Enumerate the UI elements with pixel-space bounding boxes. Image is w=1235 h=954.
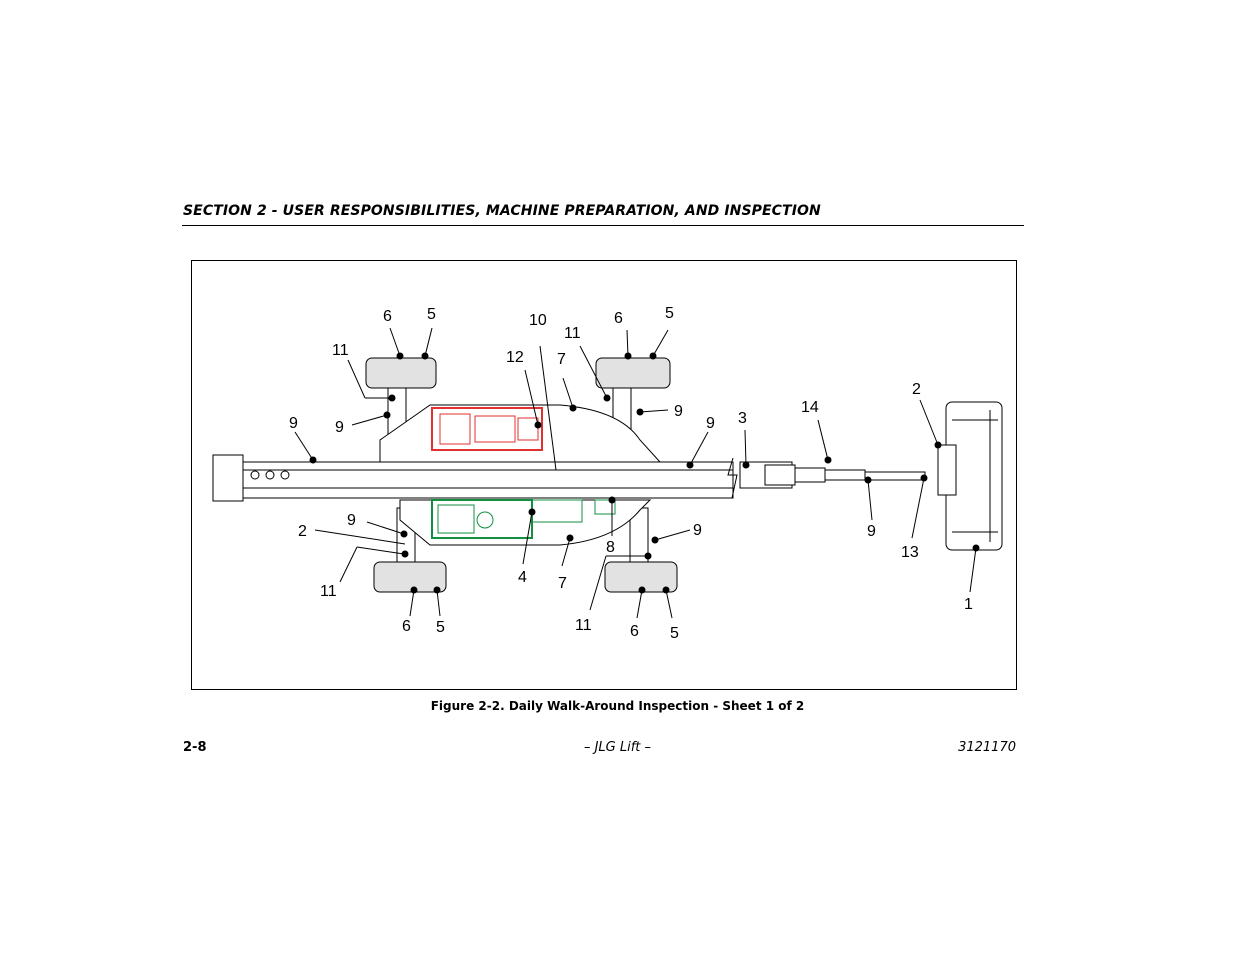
callout-label: 7 <box>557 351 566 368</box>
callout-label: 9 <box>347 512 356 529</box>
footer-center: – JLG Lift – <box>583 740 652 755</box>
boom <box>212 454 926 502</box>
callout-dots <box>309 352 980 594</box>
callout-label: 5 <box>665 305 674 322</box>
callout-label: 1 <box>964 596 973 613</box>
callout-label: 4 <box>518 569 527 586</box>
callout-label: 6 <box>630 623 639 640</box>
callout-label: 3 <box>738 410 747 427</box>
callout-labels: 6 5 11 9 9 2 9 11 6 5 10 12 7 11 6 5 9 9… <box>289 305 973 642</box>
callout-label: 9 <box>335 419 344 436</box>
callout-label: 2 <box>912 381 921 398</box>
callout-label: 9 <box>674 403 683 420</box>
callout-label: 13 <box>901 544 919 561</box>
leader-lines <box>294 327 977 619</box>
document-number: 3121170 <box>958 740 1016 755</box>
callout-label: 14 <box>801 399 819 416</box>
callout-label: 6 <box>402 618 411 635</box>
header-rule <box>182 225 1024 226</box>
callout-label: 9 <box>706 415 715 432</box>
figure-frame <box>191 260 1017 690</box>
callout-label: 11 <box>332 342 349 359</box>
callout-label: 5 <box>436 619 445 636</box>
callout-label: 9 <box>867 523 876 540</box>
callout-label: 9 <box>693 522 702 539</box>
figure-caption: Figure 2-2. Daily Walk-Around Inspection… <box>430 699 805 713</box>
platform <box>937 401 1003 551</box>
callout-label: 11 <box>575 617 592 634</box>
callout-label: 2 <box>298 523 307 540</box>
callout-label: 6 <box>383 308 392 325</box>
callout-label: 5 <box>427 306 436 323</box>
callout-label: 9 <box>289 415 298 432</box>
callout-label: 12 <box>506 349 524 366</box>
callout-label: 8 <box>606 539 615 556</box>
callout-label: 7 <box>558 575 567 592</box>
section-title: SECTION 2 - USER RESPONSIBILITIES, MACHI… <box>183 203 821 219</box>
callout-label: 11 <box>320 583 337 600</box>
engine-compartment <box>431 407 543 451</box>
callout-label: 11 <box>564 325 581 342</box>
callout-label: 6 <box>614 310 623 327</box>
callout-label: 5 <box>670 625 679 642</box>
page-number: 2-8 <box>183 740 207 755</box>
callout-label: 10 <box>529 312 547 329</box>
